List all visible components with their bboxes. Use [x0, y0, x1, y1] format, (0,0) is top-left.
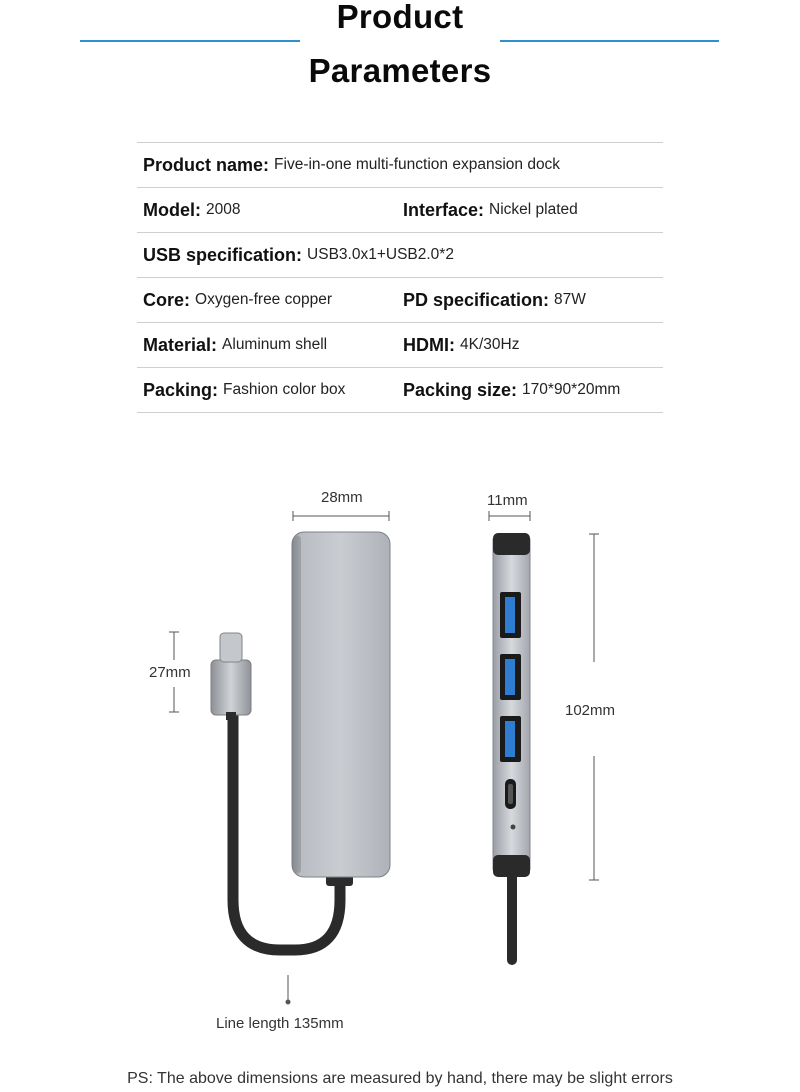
spec-value: Fashion color box — [223, 381, 346, 398]
footnote: PS: The above dimensions are measured by… — [127, 1070, 673, 1087]
spec-cell: Material: Aluminum shell — [143, 323, 327, 367]
width-dimension-label: 28mm — [321, 489, 363, 506]
title-rule-right — [500, 40, 719, 42]
spec-label: Product name: — [143, 154, 270, 175]
length-dimension-label: 102mm — [565, 702, 616, 719]
page-title-line2: Parameters — [308, 52, 492, 89]
spec-label: HDMI: — [403, 334, 455, 355]
plug-height-dimension-line — [169, 631, 179, 713]
spec-cell: Core: Oxygen-free copper — [143, 278, 332, 322]
spec-cell: Interface: Nickel plated — [403, 188, 578, 232]
spec-row: Product name: Five-in-one multi-function… — [137, 142, 663, 187]
spec-value: Five-in-one multi-function expansion doc… — [274, 156, 561, 173]
cable-length-pointer — [285, 975, 291, 1005]
spec-label: Model: — [143, 199, 201, 220]
width-dimension-line — [292, 511, 390, 521]
spec-value: 2008 — [206, 201, 241, 218]
hub-body — [291, 531, 391, 878]
spec-row: Packing: Fashion color box Packing size:… — [137, 367, 663, 413]
spec-value: USB3.0x1+USB2.0*2 — [307, 246, 454, 263]
usb-a-port-icon — [500, 592, 521, 638]
spec-label: USB specification: — [143, 244, 303, 265]
spec-value: Nickel plated — [489, 201, 578, 218]
spec-cell: HDMI: 4K/30Hz — [403, 323, 519, 367]
spec-label: Core: — [143, 289, 191, 310]
title-rule-left — [80, 40, 300, 42]
spec-value: Oxygen-free copper — [195, 291, 333, 308]
spec-cell: PD specification: 87W — [403, 278, 586, 322]
spec-cell: Model: 2008 — [143, 188, 240, 232]
product-illustration — [169, 511, 599, 1005]
page-title-line1: Product — [336, 0, 464, 35]
spec-label: Packing: — [143, 379, 219, 400]
spec-value: 87W — [554, 291, 586, 308]
spec-value: 170*90*20mm — [522, 381, 621, 398]
usb-c-cable — [227, 706, 346, 956]
spec-cell: Product name: Five-in-one multi-function… — [143, 143, 560, 187]
spec-value: 4K/30Hz — [460, 336, 520, 353]
thickness-dimension-label: 11mm — [487, 492, 528, 509]
spec-label: Interface: — [403, 199, 485, 220]
spec-row: Core: Oxygen-free copper PD specificatio… — [137, 277, 663, 322]
plug-height-dimension-label: 27mm — [149, 664, 191, 681]
usb-c-plug-icon — [210, 632, 252, 720]
spec-cell: Packing size: 170*90*20mm — [403, 368, 620, 412]
spec-cell: USB specification: USB3.0x1+USB2.0*2 — [143, 233, 454, 277]
spec-row: Material: Aluminum shell HDMI: 4K/30Hz — [137, 322, 663, 367]
led-indicator — [510, 824, 516, 830]
usb-c-port-icon — [505, 779, 516, 809]
cable-length-label: Line length 135mm — [216, 1015, 344, 1032]
length-dimension-line — [589, 533, 599, 881]
thickness-dimension-line — [488, 511, 531, 521]
spec-value: Aluminum shell — [222, 336, 328, 353]
spec-label: PD specification: — [403, 289, 550, 310]
spec-row: USB specification: USB3.0x1+USB2.0*2 — [137, 232, 663, 277]
spec-label: Packing size: — [403, 379, 518, 400]
usb-a-port-icon — [500, 654, 521, 700]
spec-row: Model: 2008 Interface: Nickel plated — [137, 187, 663, 232]
usb-a-port-icon — [500, 716, 521, 762]
spec-cell: Packing: Fashion color box — [143, 368, 345, 412]
spec-label: Material: — [143, 334, 218, 355]
spec-table: Product name: Five-in-one multi-function… — [137, 142, 663, 413]
